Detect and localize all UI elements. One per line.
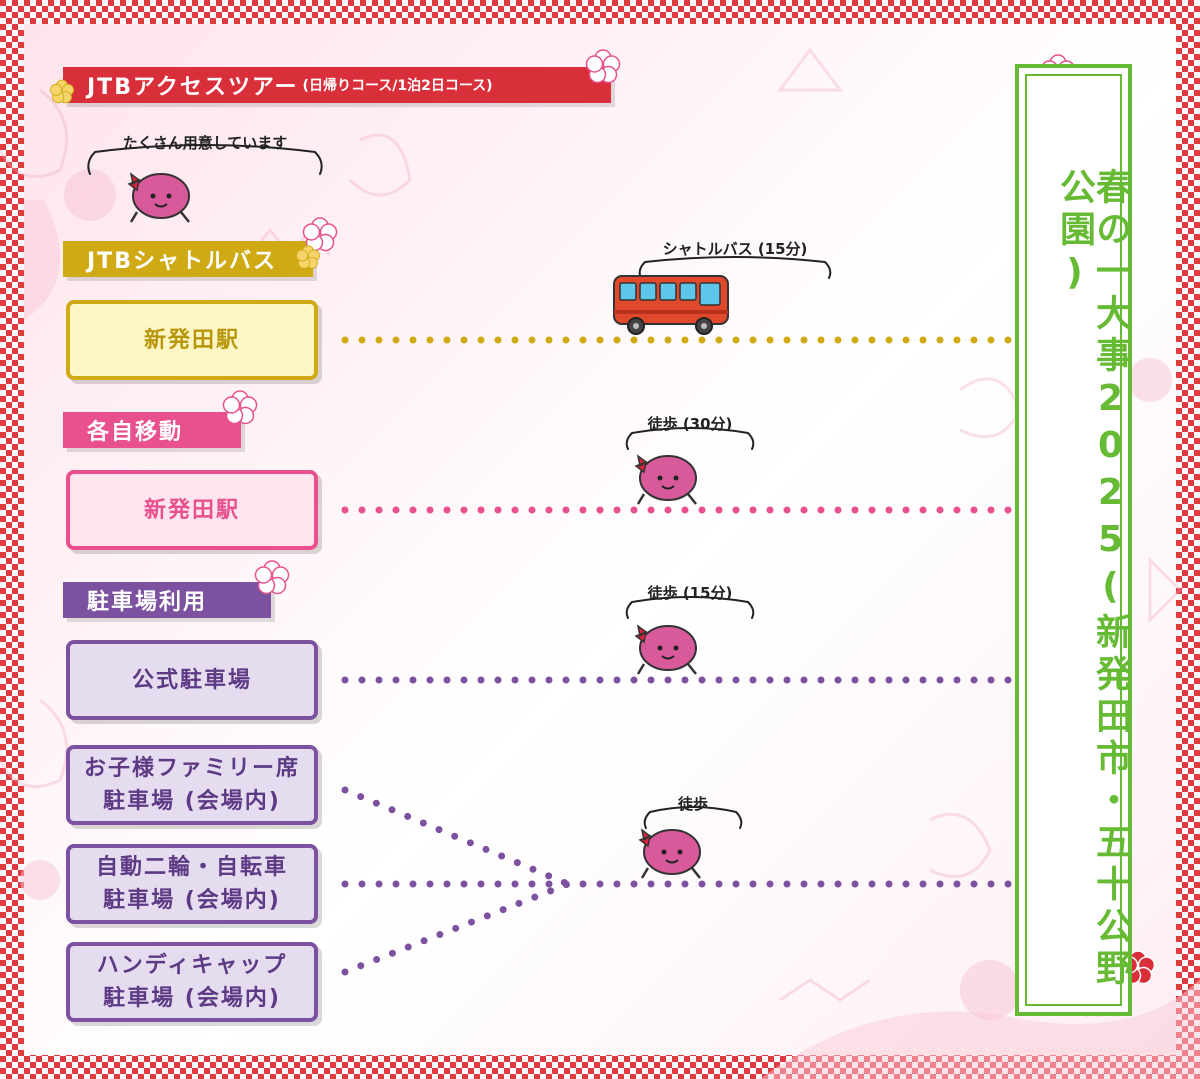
- family-lot-label: お子様ファミリー席 駐車場 (会場内): [83, 756, 300, 814]
- bike-lot-box: 自動二輪・自転車 駐車場 (会場内): [66, 844, 318, 924]
- handicap-lot-label: ハンディキャップ 駐車場 (会場内): [96, 953, 288, 1011]
- bike-lot-label: 自動二輪・自転車 駐車場 (会場内): [95, 855, 288, 913]
- jtb-tour-label: JTBアクセスツアー: [87, 75, 299, 100]
- shuttle-tag: JTBシャトルバス: [63, 241, 313, 277]
- shuttle-station-label: 新発田駅: [143, 327, 240, 353]
- official-parking-box: 公式駐車場: [66, 640, 318, 720]
- handicap-lot-box: ハンディキャップ 駐車場 (会場内): [66, 942, 318, 1022]
- destination-label: 春の一大事2025(新発田市・五十公野公園): [1054, 168, 1131, 991]
- jtb-tour-tag: JTBアクセスツアー (日帰りコース/1泊2日コース): [63, 67, 611, 103]
- self-station-box: 新発田駅: [66, 470, 318, 550]
- jtb-tour-detail: (日帰りコース/1泊2日コース): [302, 78, 493, 94]
- mascot-icon: [634, 454, 697, 505]
- shuttle-station-box: 新発田駅: [66, 300, 318, 380]
- mascot-icon: [127, 172, 190, 223]
- self-travel-tag: 各自移動: [63, 412, 241, 448]
- shuttle-tag-label: JTBシャトルバス: [87, 249, 277, 274]
- bus-icon: [613, 275, 729, 335]
- parking-tag: 駐車場利用: [63, 582, 271, 618]
- destination-venue-box: 春の一大事2025(新発田市・五十公野公園): [1015, 64, 1132, 1016]
- walk-30-label: 徒歩 (30分): [647, 415, 733, 433]
- walk-15-label: 徒歩 (15分): [647, 584, 733, 602]
- mascot-icon: [634, 624, 697, 675]
- mascot-icon: [638, 828, 701, 879]
- self-travel-tag-label: 各自移動: [87, 420, 184, 445]
- parking-tag-label: 駐車場利用: [87, 590, 208, 615]
- walk-label: 徒歩: [677, 795, 709, 813]
- tour-speech-bubble: たくさん用意しています: [122, 134, 288, 152]
- family-lot-box: お子様ファミリー席 駐車場 (会場内): [66, 745, 318, 825]
- official-parking-label: 公式駐車場: [131, 667, 252, 693]
- self-station-label: 新発田駅: [143, 497, 240, 523]
- shuttle-route-label: シャトルバス (15分): [662, 240, 808, 258]
